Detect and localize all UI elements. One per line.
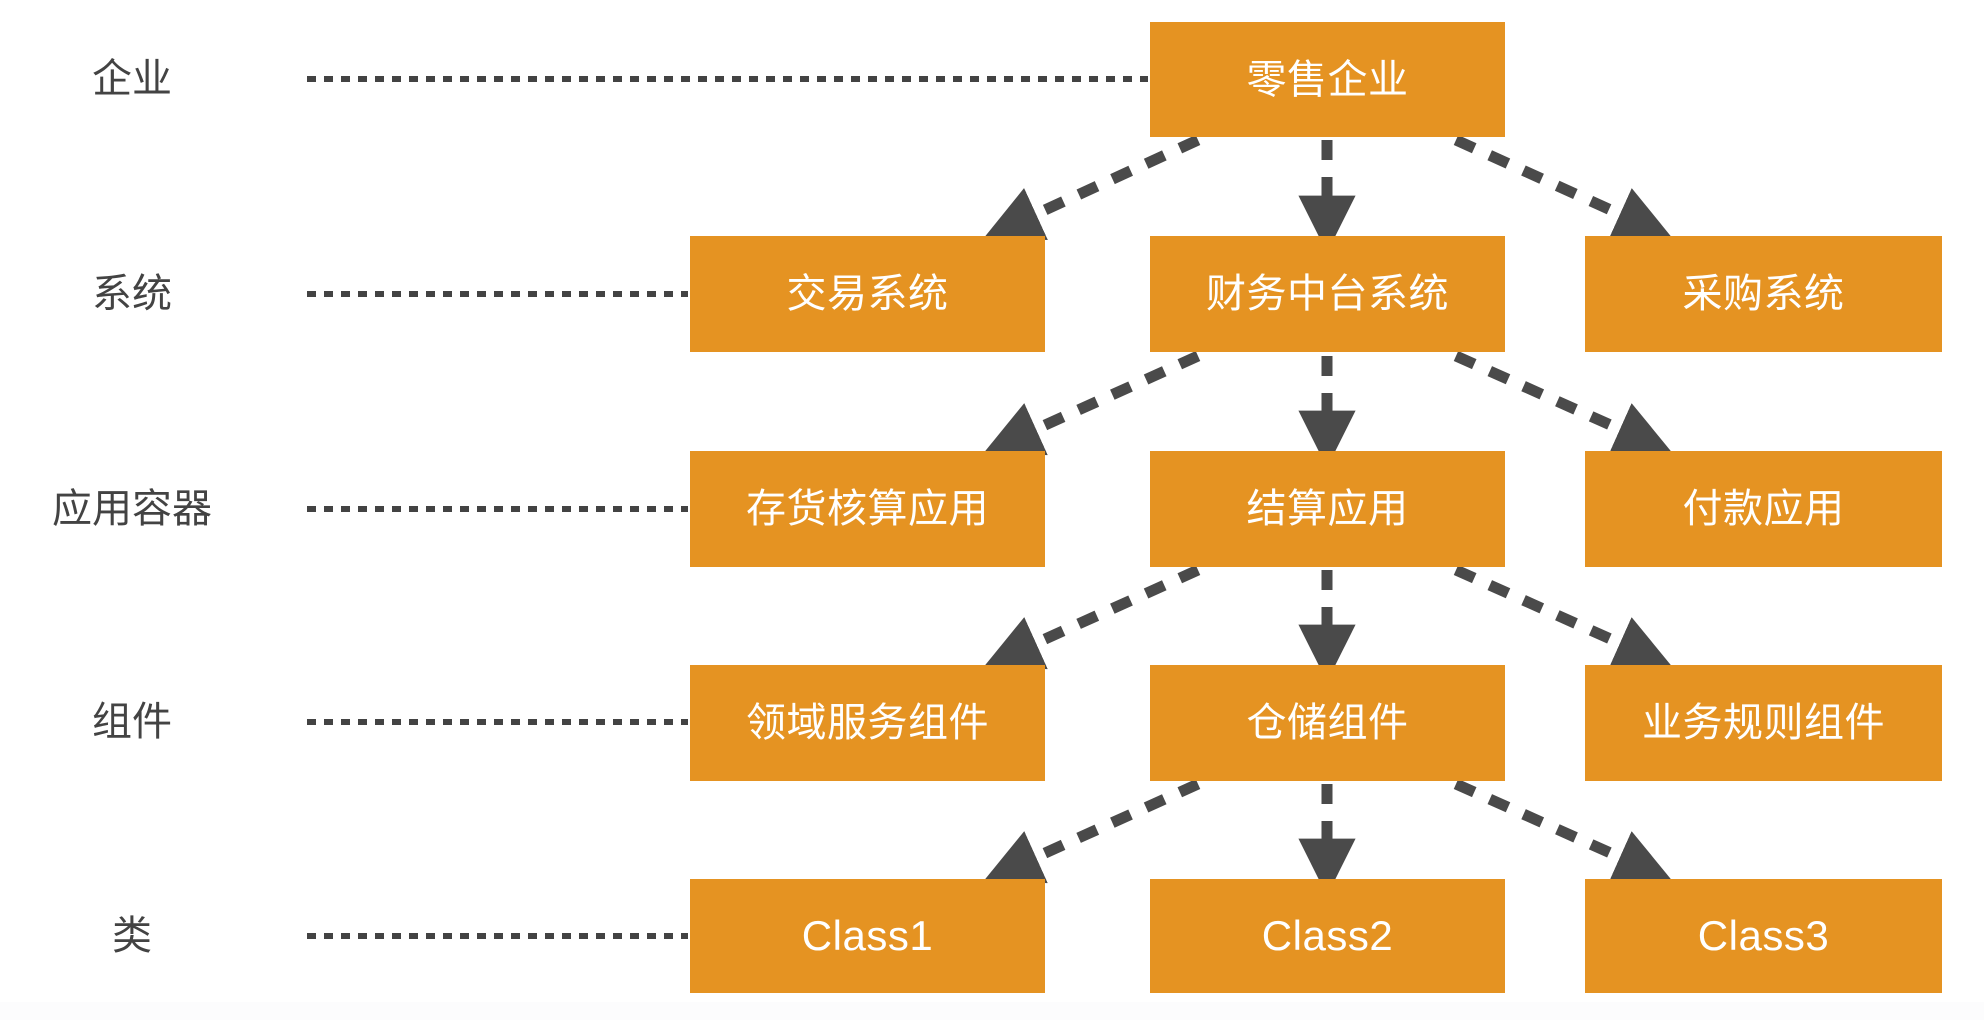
- node-retail-enterprise[interactable]: 零售企业: [1150, 22, 1505, 137]
- node-label: 采购系统: [1682, 272, 1845, 316]
- row-label-system: 系统: [92, 272, 172, 316]
- node-label: 付款应用: [1682, 487, 1845, 531]
- node-label: 仓储组件: [1246, 701, 1409, 745]
- node-label: 交易系统: [786, 272, 949, 316]
- node-label: 业务规则组件: [1642, 701, 1885, 745]
- node-business-rule-component[interactable]: 业务规则组件: [1585, 665, 1942, 781]
- arrow-r3c-to-r4-right: [1453, 564, 1673, 670]
- bottom-strip: [0, 1002, 1984, 1020]
- arrow-r4c-to-r5-left: [983, 778, 1201, 884]
- row-label-component: 组件: [92, 700, 172, 744]
- row-label-class: 类: [112, 914, 152, 958]
- node-label: 零售企业: [1246, 57, 1409, 102]
- node-finance-middle-platform-system[interactable]: 财务中台系统: [1150, 236, 1505, 352]
- node-trading-system[interactable]: 交易系统: [690, 236, 1045, 352]
- node-class2[interactable]: Class2: [1150, 879, 1505, 993]
- node-label: Class3: [1697, 912, 1830, 959]
- node-label: 结算应用: [1246, 487, 1409, 531]
- node-class3[interactable]: Class3: [1585, 879, 1942, 993]
- node-label: Class1: [801, 912, 934, 959]
- row-label-enterprise: 企业: [92, 57, 172, 101]
- node-payment-application[interactable]: 付款应用: [1585, 451, 1942, 567]
- node-class1[interactable]: Class1: [690, 879, 1045, 993]
- node-label: 财务中台系统: [1206, 272, 1449, 316]
- arrow-r1c-to-r2-right: [1453, 134, 1673, 241]
- arrow-r2c-to-r3-left: [983, 350, 1201, 456]
- node-settlement-application[interactable]: 结算应用: [1150, 451, 1505, 567]
- node-inventory-accounting-application[interactable]: 存货核算应用: [690, 451, 1045, 567]
- arrow-r2c-to-r3-right: [1453, 350, 1673, 456]
- arrow-r4c-to-r5-right: [1453, 778, 1673, 884]
- arrow-r3c-to-r4-left: [983, 564, 1201, 670]
- node-label: Class2: [1261, 912, 1394, 959]
- node-label: 领域服务组件: [746, 701, 989, 745]
- node-label: 存货核算应用: [746, 487, 989, 531]
- node-procurement-system[interactable]: 采购系统: [1585, 236, 1942, 352]
- node-repository-component[interactable]: 仓储组件: [1150, 665, 1505, 781]
- node-domain-service-component[interactable]: 领域服务组件: [690, 665, 1045, 781]
- arrow-r1c-to-r2-left: [983, 134, 1201, 241]
- row-label-application-container: 应用容器: [52, 487, 212, 531]
